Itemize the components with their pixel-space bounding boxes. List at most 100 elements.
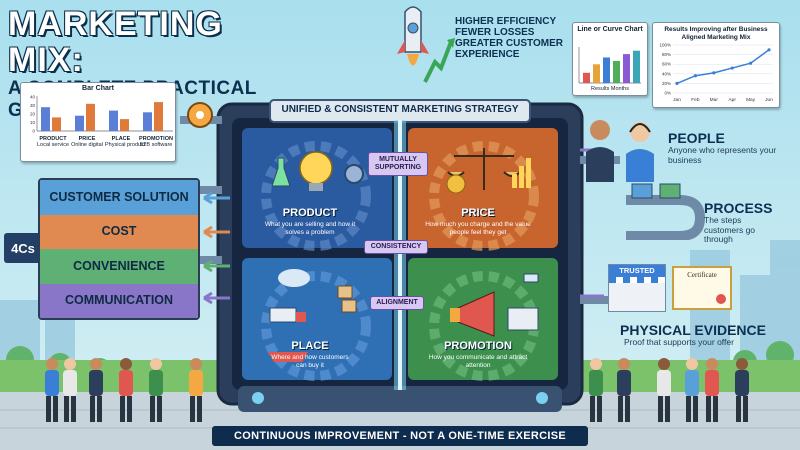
y-tick-label: 40 (30, 95, 36, 100)
x-tick-label: Jan (673, 97, 681, 103)
arrow-icon (203, 148, 604, 305)
benefits-list: HIGHER EFFICIENCY FEWER LOSSES GREATER C… (455, 16, 563, 60)
y-tick-label: 20% (662, 81, 671, 86)
data-point (749, 61, 753, 65)
y-tick-label: 40% (662, 71, 671, 76)
card-icon (659, 183, 681, 199)
bar-chart-title: Bar Chart (82, 85, 114, 92)
bottom-banner: CONTINUOUS IMPROVEMENT - NOT A ONE-TIME … (212, 426, 588, 446)
line-chart-card: Line or Curve Chart Results Months (572, 22, 648, 96)
top-banner-text: UNIFIED & CONSISTENT MARKETING STRATEGY (281, 104, 519, 115)
headset-icon (629, 123, 651, 133)
scale-icon (447, 148, 521, 190)
results-chart-card: Results Improving after Business Aligned… (652, 22, 780, 108)
boxes-icon (337, 285, 357, 313)
data-point (730, 66, 734, 70)
quadrant-place-desc: Where and how customers can buy it (271, 354, 349, 369)
gear-icon (261, 141, 371, 251)
gear-icon (187, 102, 213, 128)
x-tick-label: Apr (728, 97, 736, 103)
bar (603, 57, 610, 83)
certificate-frame: Certificate (672, 266, 732, 310)
y-tick-label: 10 (30, 120, 36, 125)
person-figure (657, 358, 671, 422)
fourc-cost: COST (40, 214, 198, 249)
rocket-icon (397, 6, 429, 66)
data-point (693, 74, 697, 78)
line-chart-footer: Results Months (591, 86, 629, 92)
fourcs-badge: 4Cs (4, 233, 42, 263)
certificate-title: Certificate (687, 271, 717, 279)
data-point (712, 71, 716, 75)
truck-icon (269, 307, 306, 323)
ship-icon (268, 352, 308, 362)
y-tick-label: 0 (32, 129, 35, 134)
connector-consistency: CONSISTENCY (364, 240, 428, 254)
gear-icon (429, 141, 539, 251)
pipe (180, 116, 620, 304)
process-desc: The steps customers go through (704, 215, 756, 244)
ribbon-icon (716, 294, 726, 304)
quadrant-promotion-desc: How you communicate and attract attentio… (428, 354, 528, 369)
bar (41, 107, 50, 131)
businessman-avatar (586, 120, 614, 182)
y-tick-label: 60% (662, 62, 671, 67)
fourc-convenience: CONVENIENCE (40, 249, 198, 284)
physical-evidence-desc: Proof that supports your offer (624, 337, 734, 347)
gear-icon (261, 271, 371, 381)
trusted-storefront: TRUSTED (608, 264, 666, 312)
fourc-customer-solution: CUSTOMER SOLUTION (40, 180, 198, 215)
quadrant-price-title: PRICE (461, 207, 495, 219)
rocket-growth-illustration (397, 6, 455, 83)
person-figure (149, 358, 163, 422)
gear-small-icon (344, 164, 364, 184)
growth-arrow-icon (423, 41, 453, 83)
cloud-icon (278, 269, 310, 287)
coin-icon (446, 174, 466, 194)
person-figure (589, 358, 603, 422)
process-conveyor (626, 183, 706, 240)
quadrant-place-title: PLACE (291, 340, 329, 352)
person-figure (685, 358, 699, 422)
people-title: PEOPLE (668, 130, 725, 146)
connector-alignment: ALIGNMENT (370, 296, 424, 310)
y-tick-label: 80% (662, 52, 671, 57)
x-tick-label: May (746, 97, 756, 103)
person-figure (63, 358, 77, 422)
bar (86, 103, 95, 131)
bar (109, 110, 118, 131)
person-figure (45, 358, 59, 422)
satellite-icon (523, 273, 539, 283)
quadrant-price-desc: How much you charge and the value people… (425, 221, 531, 236)
people-illustration (586, 120, 654, 182)
bar-growth-icon (512, 158, 531, 188)
bar (633, 50, 640, 83)
title-main: MARKETING MIX: (8, 5, 223, 79)
benefit-item: EXPERIENCE (455, 49, 520, 60)
person-figure (705, 358, 719, 422)
y-tick-label: 30 (30, 103, 36, 108)
benefit-item: GREATER CUSTOMER (455, 38, 563, 49)
chart-screen-icon (507, 307, 539, 331)
benefit-item: HIGHER EFFICIENCY (455, 16, 557, 27)
fourcs-panel: CUSTOMER SOLUTION COST CONVENIENCE COMMU… (38, 178, 200, 320)
marketing-machine (216, 99, 584, 412)
person-figure (189, 358, 203, 422)
physical-evidence-title: PHYSICAL EVIDENCE (620, 322, 766, 338)
bar (52, 117, 61, 131)
card-icon (631, 183, 653, 199)
crowd-illustration (45, 358, 749, 422)
y-tick-label: 100% (659, 43, 671, 48)
x-tick-label: Jun (765, 97, 773, 103)
process-title: PROCESS (704, 200, 773, 216)
x-tick-label: Feb (691, 97, 700, 103)
person-figure (617, 358, 631, 422)
line-chart-title: Line or Curve Chart (577, 26, 643, 33)
bar (623, 54, 630, 83)
bar (583, 72, 590, 83)
benefit-item: FEWER LOSSES (455, 27, 535, 38)
